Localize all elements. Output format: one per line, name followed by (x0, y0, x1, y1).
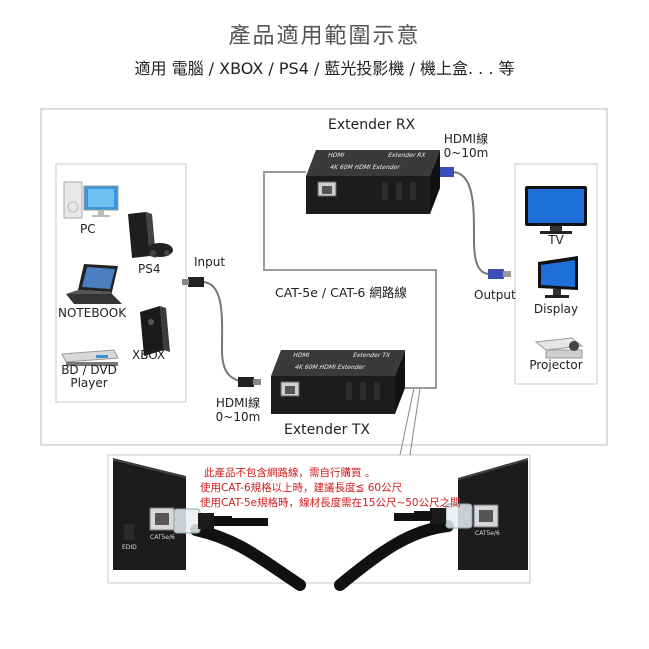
tx-brand-tag: HDMI (291, 352, 311, 359)
ps4-label: PS4 (138, 262, 161, 276)
tx-hdmi-cable-label: HDMI線 0~10m (212, 396, 264, 424)
network-cable (263, 171, 437, 389)
bd-dvd-label-line2: Player (70, 376, 108, 390)
notebook-icon (66, 264, 122, 304)
output-hdmi-cable (451, 171, 491, 275)
input-hdmi-cable (201, 281, 251, 383)
note-no-cable: 此產品不包含網路線，需自行購買 。 (204, 467, 376, 479)
xbox-label: XBOX (132, 348, 166, 362)
input-hdmi-plug (182, 277, 204, 287)
page-title: 產品適用範圍示意 (228, 24, 421, 49)
projector-icon (534, 337, 584, 359)
rx-hdmi-cable-label: HDMI線 0~10m (440, 132, 492, 160)
tv-label: TV (548, 233, 564, 247)
detail-right-port-label: CAT5e/6 (475, 530, 500, 537)
detail-left-edid-label: EDID (122, 544, 137, 551)
display-icon (538, 256, 578, 298)
bd-dvd-label-line1: BD / DVD (61, 363, 117, 377)
projector-label: Projector (529, 358, 583, 372)
tx-model-tag: Extender TX (351, 352, 392, 359)
network-cable-label: CAT-5e / CAT-6 網路線 (275, 285, 407, 300)
pc-icon (63, 181, 119, 219)
detail-left-port-label: CAT5e/6 (150, 534, 175, 541)
rx-brand-tag: HDMI (326, 152, 346, 159)
extender-tx-title: Extender TX (284, 422, 370, 438)
extender-rx-device (306, 150, 440, 214)
ps4-controller-icon (147, 243, 173, 257)
note-cat5e: 使用CAT-5e規格時，線材長度需在15公尺~50公尺之間 (200, 497, 461, 509)
tx-hdmi-cable-type: HDMI線 (215, 396, 261, 410)
rj45-cable-left (173, 508, 306, 591)
output-hdmi-plug (488, 269, 511, 279)
tx-hdmi-plug (238, 377, 261, 387)
bd-dvd-label: BD / DVD Player (58, 364, 120, 390)
display-label: Display (533, 302, 579, 316)
extender-tx-device (271, 350, 405, 414)
output-label: Output (474, 288, 516, 302)
tx-device-label: 4K 60M HDMI Extender (293, 364, 366, 371)
rx-hdmi-cable-type: HDMI線 (443, 132, 489, 146)
bd-dvd-player-icon (61, 349, 119, 366)
notebook-label: NOTEBOOK (58, 306, 127, 320)
detail-right-device (458, 458, 528, 570)
input-label: Input (194, 255, 226, 269)
detail-left-device (113, 458, 186, 570)
rx-model-tag: Extender RX (386, 152, 427, 159)
rx-hdmi-cable-length: 0~10m (443, 146, 489, 160)
ps4-icon (128, 212, 173, 258)
tv-icon (525, 186, 587, 234)
rj45-cable-right (334, 503, 473, 591)
page-subtitle: 適用 電腦 / XBOX / PS4 / 藍光投影機 / 機上盒. . . 等 (134, 59, 515, 78)
xbox-icon (140, 306, 170, 356)
extender-rx-title: Extender RX (328, 117, 416, 133)
tx-hdmi-cable-length: 0~10m (215, 410, 261, 424)
note-cat6: 使用CAT-6規格以上時，建議長度≦ 60公尺 (200, 482, 403, 494)
pc-label: PC (80, 222, 96, 236)
rx-device-label: 4K 60M HDMI Extender (328, 164, 401, 171)
